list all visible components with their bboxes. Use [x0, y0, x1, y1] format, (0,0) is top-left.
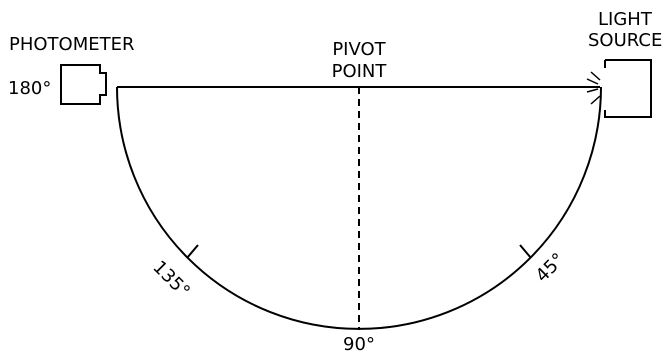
pivot-label-line1: PIVOT	[332, 39, 386, 60]
pivot-label-line2: POINT	[332, 61, 388, 82]
photometer-label: PHOTOMETER	[9, 34, 135, 55]
light-source-box	[604, 59, 652, 118]
light-source-label-line2: SOURCE	[588, 30, 662, 51]
angle-135-label: 135°	[148, 257, 194, 303]
angle-90-label: 90°	[343, 334, 375, 353]
light-source-label-line1: LIGHT	[598, 9, 653, 30]
angle-180-label: 180°	[8, 78, 51, 99]
tick-45	[519, 244, 532, 259]
tick-135	[186, 244, 199, 259]
angle-45-label: 45°	[532, 249, 569, 286]
light-rays-icon	[586, 71, 601, 105]
photometer-box	[60, 64, 107, 105]
